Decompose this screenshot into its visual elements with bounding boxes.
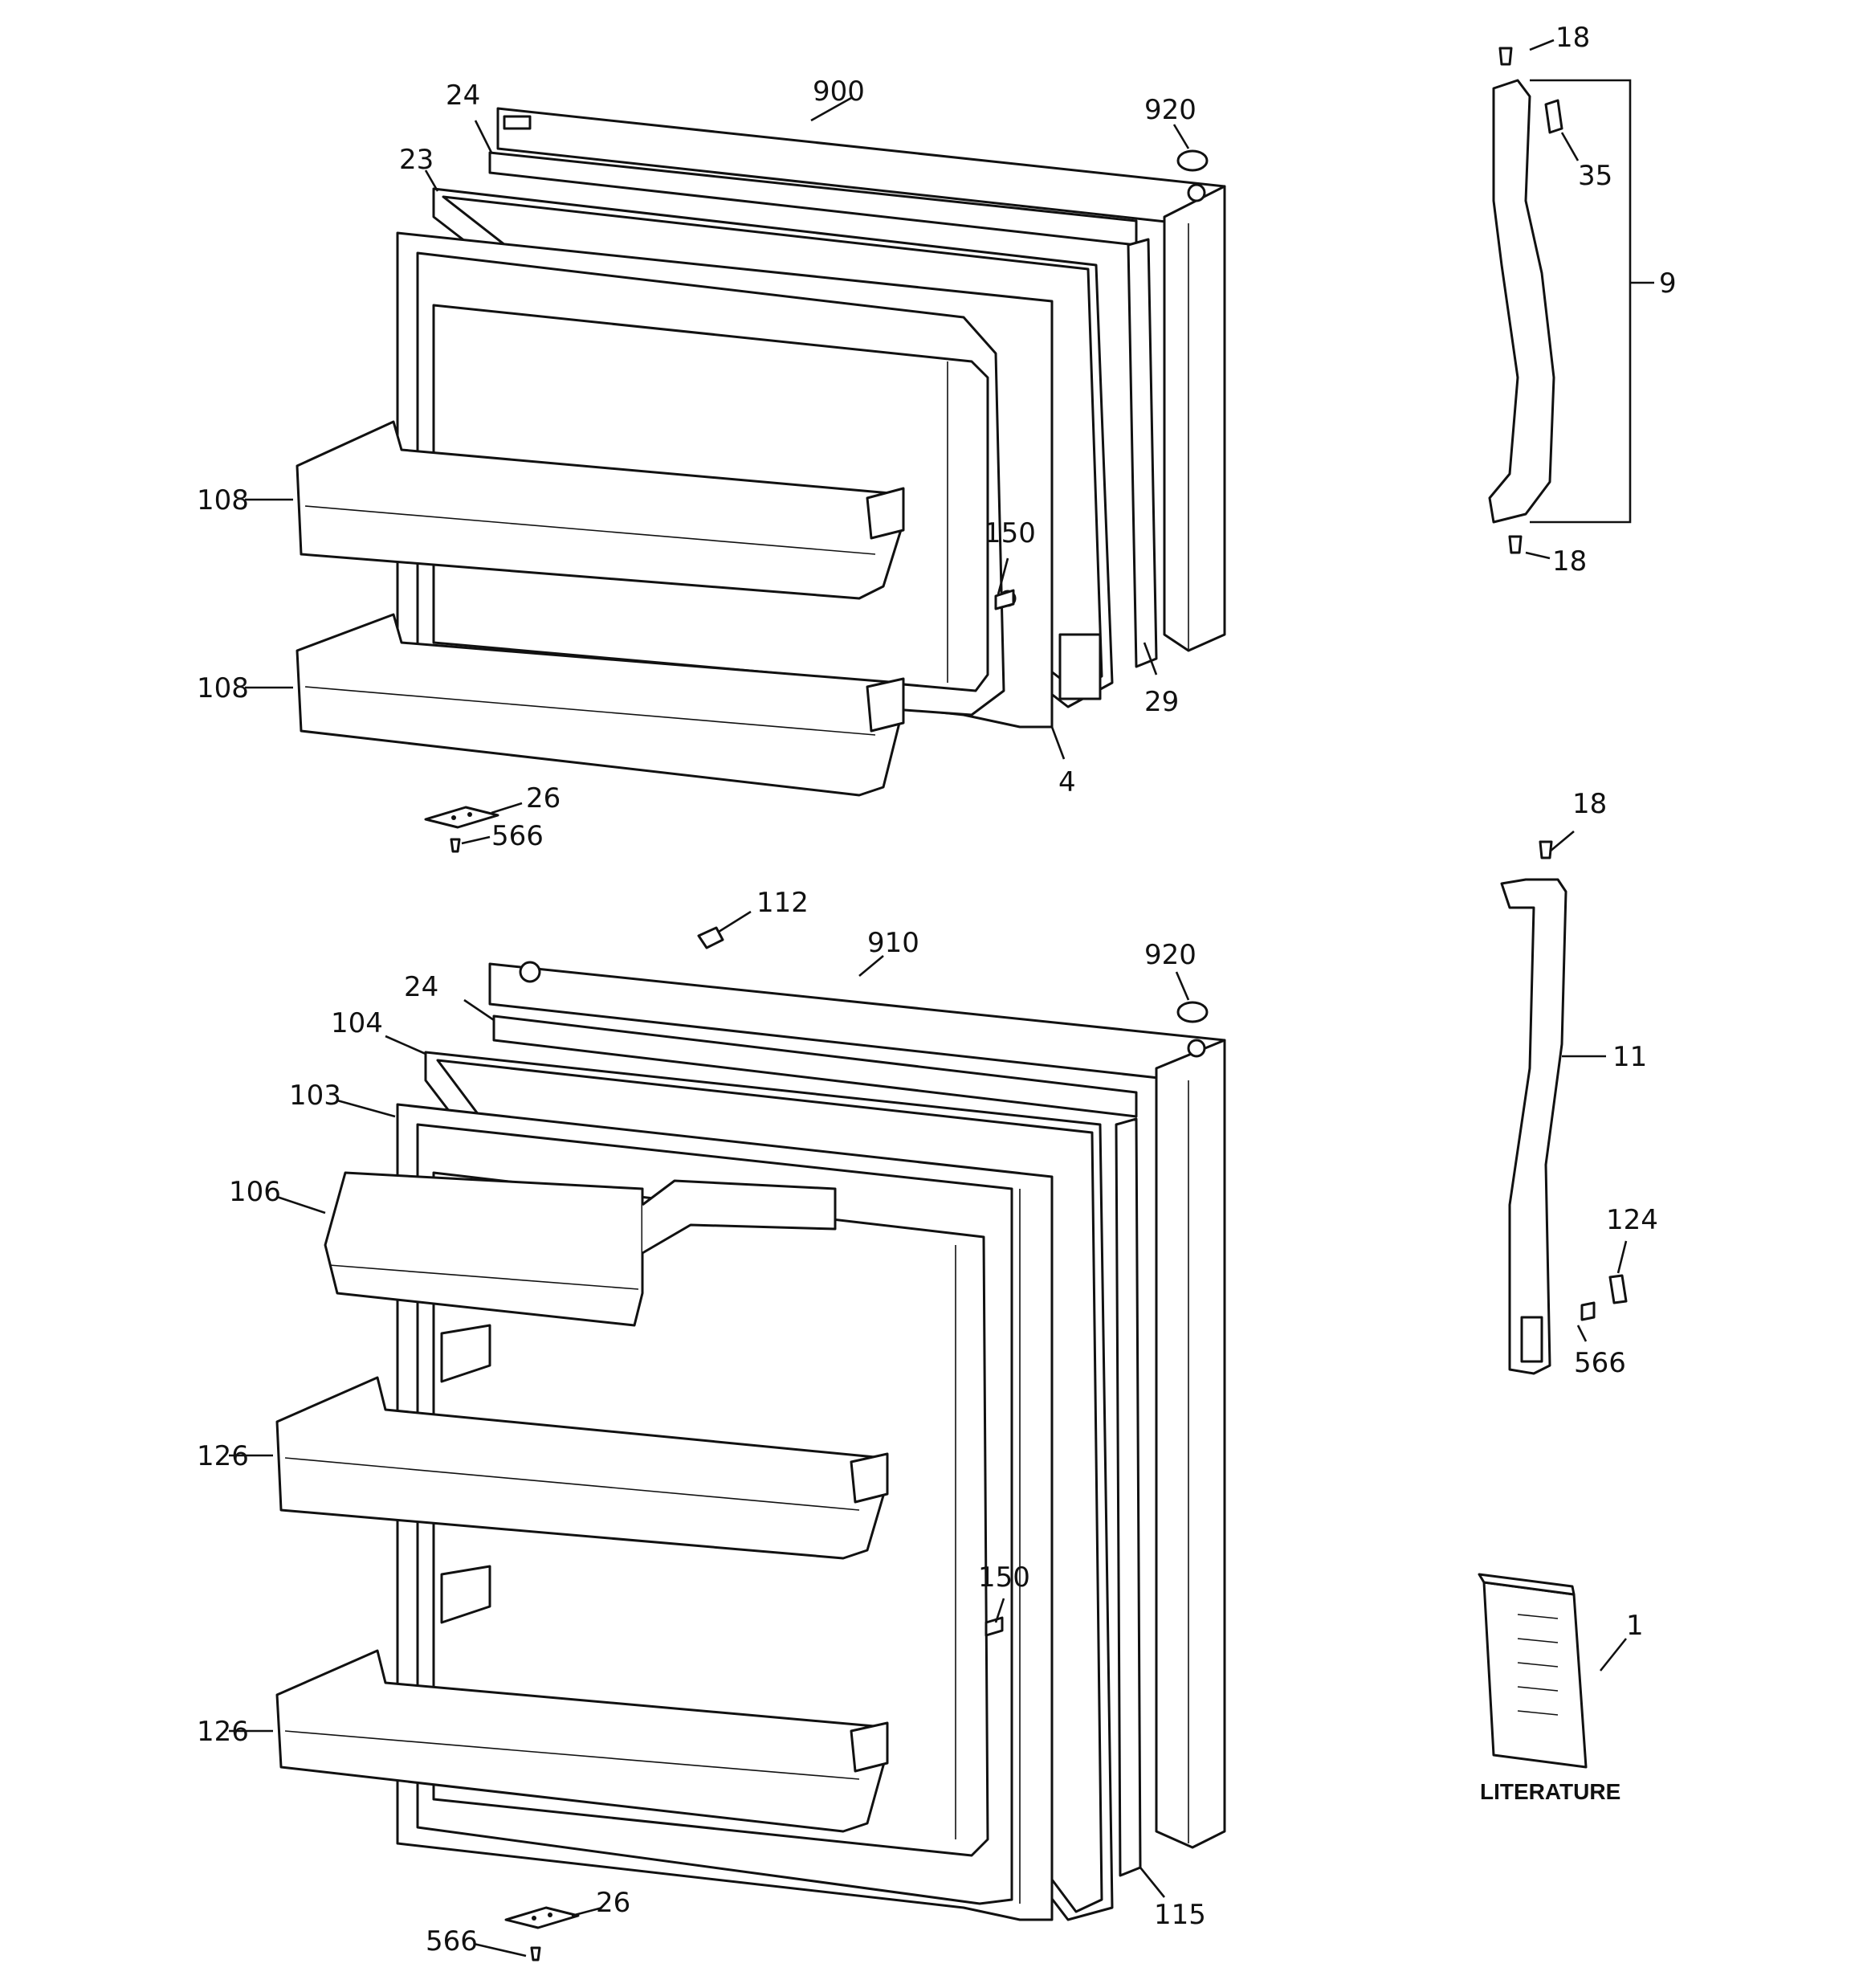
callout-920: 920 — [1144, 94, 1196, 126]
lower-plug-920 — [1176, 1001, 1209, 1023]
callout-566: 566 — [1574, 1347, 1626, 1379]
callout-126: 126 — [197, 1440, 249, 1472]
callout-920: 920 — [1144, 939, 1196, 971]
callout-566: 566 — [426, 1925, 478, 1957]
callout-23: 23 — [399, 144, 434, 176]
lower-door-gasket — [492, 1014, 1138, 1118]
callout-18: 18 — [1572, 788, 1607, 820]
upper-screw-150 — [994, 589, 1015, 610]
fresh-food-handle-assembly — [1500, 840, 1628, 1375]
callout-26: 26 — [526, 782, 561, 814]
callout-18: 18 — [1555, 22, 1590, 54]
upper-outer-door-panel — [496, 107, 1226, 652]
callout-18: 18 — [1552, 545, 1587, 578]
upper-door-bin-2 — [296, 613, 905, 797]
lower-door-bin-1 — [275, 1376, 889, 1560]
callout-24: 24 — [446, 80, 480, 112]
callout-104: 104 — [331, 1007, 383, 1039]
callout-35: 35 — [1578, 160, 1612, 192]
lower-outer-door-panel — [488, 961, 1226, 1849]
upper-hinge-26 — [424, 806, 499, 853]
callout-11: 11 — [1612, 1041, 1647, 1073]
upper-door-assembly — [296, 107, 1226, 853]
callout-24: 24 — [404, 971, 438, 1003]
leader-lines — [229, 39, 1654, 1957]
upper-vertical-gasket — [1127, 238, 1158, 668]
callout-910: 910 — [867, 927, 919, 959]
upper-plug-920 — [1176, 149, 1209, 172]
callout-1: 1 — [1626, 1610, 1644, 1642]
callout-4: 4 — [1058, 766, 1076, 798]
callout-112: 112 — [756, 887, 809, 919]
callout-115: 115 — [1154, 1899, 1206, 1931]
upper-door-bin-1 — [296, 420, 905, 600]
callout-labels: 18 35 9 18 900 920 24 23 108 108 150 29 … — [197, 22, 1677, 1957]
callout-150: 150 — [978, 1561, 1030, 1594]
callout-124: 124 — [1606, 1204, 1658, 1236]
callout-108: 108 — [197, 672, 249, 704]
callout-103: 103 — [289, 1080, 341, 1112]
literature-label: LITERATURE — [1480, 1779, 1620, 1804]
callout-9: 9 — [1659, 267, 1677, 300]
lower-vertical-gasket — [1115, 1117, 1142, 1877]
callout-26: 26 — [596, 1887, 630, 1919]
callout-150: 150 — [984, 517, 1036, 549]
callout-108: 108 — [197, 484, 249, 516]
top-screw-112 — [697, 926, 724, 949]
literature-booklet — [1478, 1573, 1588, 1769]
lower-door-assembly — [275, 149, 1226, 1961]
callout-566: 566 — [491, 820, 544, 852]
callout-900: 900 — [813, 76, 865, 108]
dairy-compartment-106 — [324, 1171, 837, 1327]
callout-29: 29 — [1144, 686, 1179, 718]
lower-door-bin-2 — [275, 1649, 889, 1833]
callout-106: 106 — [229, 1176, 281, 1208]
lower-hinge-26 — [504, 1906, 580, 1961]
callout-126: 126 — [197, 1716, 249, 1748]
freezer-handle-assembly — [1488, 47, 1563, 554]
